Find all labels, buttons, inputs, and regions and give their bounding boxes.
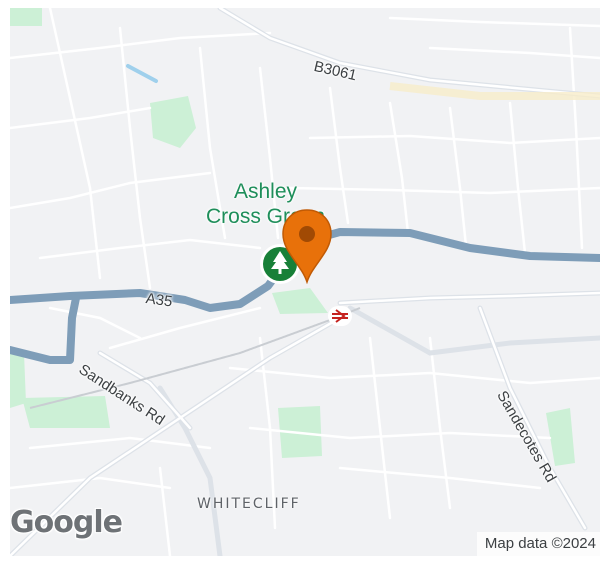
park-area [272, 288, 328, 314]
street [198, 46, 227, 240]
arterial-highlight [389, 82, 600, 100]
road-centre [478, 306, 587, 530]
road-centre [218, 8, 600, 98]
street [48, 306, 142, 340]
road-centre [338, 291, 600, 305]
minor-streets [10, 8, 600, 556]
street [10, 171, 212, 210]
street [428, 336, 452, 510]
a35-junction [10, 294, 80, 364]
street [308, 134, 600, 145]
secondary-road-centres [10, 8, 600, 556]
street [228, 366, 600, 385]
street [448, 106, 468, 248]
park-area [10, 353, 26, 408]
street [388, 16, 600, 28]
google-logo: Google [10, 505, 123, 540]
street [118, 26, 152, 290]
street [48, 8, 102, 280]
street [568, 26, 584, 250]
park-area [22, 396, 110, 428]
major-road-a35 [10, 228, 600, 364]
label-a35: A35 [144, 290, 174, 311]
street [10, 31, 272, 60]
street [328, 86, 350, 225]
map-canvas [10, 8, 600, 556]
street [158, 466, 172, 556]
a35-carriageway [10, 228, 600, 312]
street [258, 66, 280, 240]
road-centre [98, 351, 192, 430]
street [428, 46, 600, 60]
street [368, 336, 392, 520]
street [10, 106, 152, 130]
park-area [546, 408, 575, 466]
street [38, 238, 262, 260]
street [108, 306, 262, 350]
street [338, 466, 542, 490]
street [10, 476, 172, 490]
park-area [150, 96, 196, 148]
street [248, 426, 552, 440]
map-attribution[interactable]: Map data ©2024 [476, 532, 600, 556]
secondary-road [347, 305, 600, 356]
label-whitecliff: WHITECLIFF [197, 496, 301, 512]
street [258, 336, 277, 530]
national-rail-icon [328, 306, 352, 326]
street [288, 186, 600, 195]
park-area [10, 8, 42, 26]
water-stream [126, 64, 158, 83]
street [388, 101, 410, 235]
street [28, 436, 212, 450]
map-viewport[interactable]: B3061 A35 Sandbanks Rd Sandecotes Rd Ash… [10, 8, 600, 556]
street [508, 101, 527, 255]
map-pin-icon [282, 209, 332, 284]
